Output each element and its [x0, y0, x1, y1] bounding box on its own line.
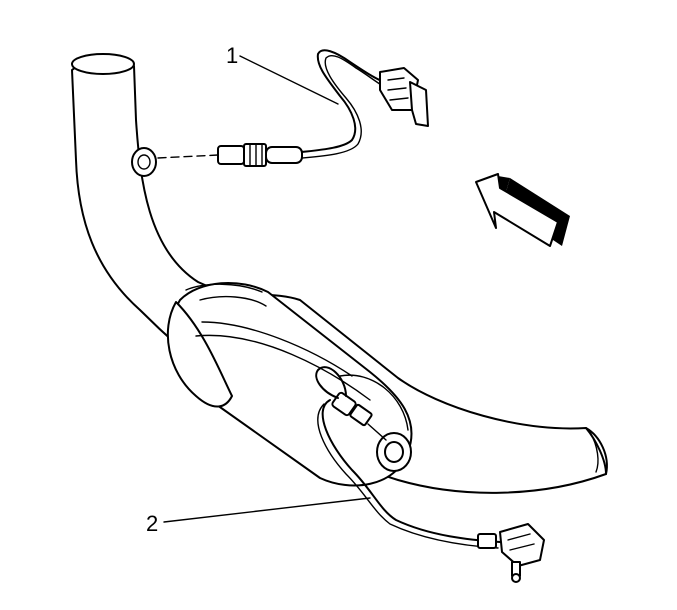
upstream-oxygen-sensor — [157, 49, 429, 167]
downstream-oxygen-sensor — [315, 366, 545, 583]
callout-1-number: 1 — [226, 43, 238, 68]
callout-2: 2 — [146, 497, 371, 536]
callout-2-leader — [163, 497, 371, 523]
callout-1: 1 — [226, 43, 339, 105]
catalytic-converter — [166, 282, 413, 487]
callout-2-number: 2 — [146, 511, 158, 536]
callout-1-leader — [239, 55, 339, 105]
front-direction-arrow-icon — [475, 173, 570, 247]
